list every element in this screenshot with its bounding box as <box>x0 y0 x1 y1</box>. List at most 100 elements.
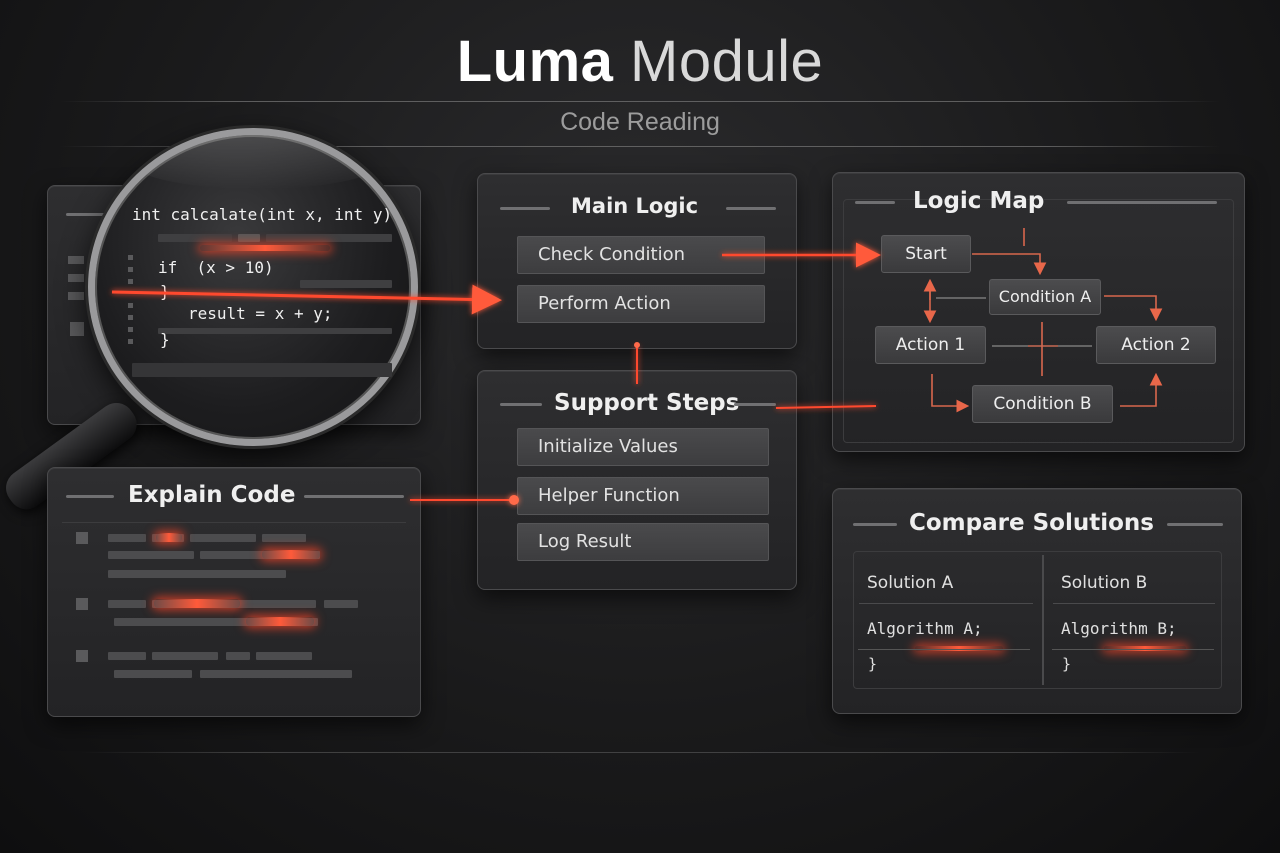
gutter-dot <box>128 279 133 284</box>
panel-dash <box>855 201 895 204</box>
highlight-glow <box>156 533 182 542</box>
code-underline <box>858 649 1030 650</box>
solution-b-header: Solution B <box>1061 573 1148 593</box>
highlight-glow <box>154 599 240 608</box>
node-action-1[interactable]: Action 1 <box>875 326 986 364</box>
code-underline <box>1052 649 1214 650</box>
code-placeholder <box>158 234 232 242</box>
gutter-mark <box>70 322 84 336</box>
code-line-if: if (x > 10) <box>158 258 274 277</box>
text-bar <box>152 652 218 660</box>
gutter-dot <box>128 303 133 308</box>
code-signature: int calcalate(int x, int y) <box>132 205 393 224</box>
arrow-condB-to-action2 <box>1120 372 1163 407</box>
title-rest: Module <box>630 29 824 94</box>
text-bar <box>108 551 194 559</box>
gutter-dot <box>128 327 133 332</box>
row-bullet <box>76 598 88 610</box>
row-bullet <box>76 650 88 662</box>
panel-dash <box>734 403 776 406</box>
text-bar <box>108 534 146 542</box>
gutter-dot <box>128 255 133 260</box>
main-logic-title: Main Logic <box>571 194 699 218</box>
highlight-glow <box>200 245 330 251</box>
highlight-glow <box>915 646 1003 651</box>
header-divider-bottom <box>60 146 1220 147</box>
arrow-condA-to-action2 <box>1104 295 1163 322</box>
connector-dot <box>634 342 640 348</box>
panel-dash <box>726 207 776 210</box>
text-bar <box>324 600 358 608</box>
highlight-glow <box>1104 646 1186 651</box>
code-line-close2: } <box>160 330 170 349</box>
gutter-mark <box>68 256 84 264</box>
explain-code-title: Explain Code <box>128 482 296 508</box>
highlight-glow <box>262 550 320 559</box>
node-action-2[interactable]: Action 2 <box>1096 326 1216 364</box>
code-panel-dash <box>66 213 106 216</box>
logic-map-title: Logic Map <box>913 188 1045 214</box>
text-bar <box>114 670 192 678</box>
connector-code-to-perform <box>111 284 502 315</box>
text-bar <box>262 534 306 542</box>
solution-b-close: } <box>1062 655 1072 673</box>
compare-frame <box>853 551 1222 689</box>
text-bar <box>256 652 312 660</box>
panel-dash <box>500 403 542 406</box>
code-placeholder <box>238 234 260 242</box>
text-bar <box>114 618 318 626</box>
solution-a-header: Solution A <box>867 573 954 593</box>
node-start[interactable]: Start <box>881 235 971 273</box>
lens-glare <box>127 135 387 189</box>
text-bar <box>190 534 256 542</box>
panel-dash <box>1067 201 1217 204</box>
arrow-start-to-condA <box>972 253 1047 276</box>
gutter-dot <box>128 315 133 320</box>
code-line-close1: } <box>160 282 170 301</box>
connector-support-to-map <box>775 405 877 409</box>
connector-dot <box>509 495 519 505</box>
panel-dash <box>66 495 114 498</box>
row-bullet <box>76 532 88 544</box>
text-bar <box>108 600 146 608</box>
text-bar <box>200 670 352 678</box>
code-placeholder <box>132 363 392 377</box>
step-perform-action[interactable]: Perform Action <box>517 285 765 323</box>
panel-dash <box>853 523 897 526</box>
code-placeholder <box>300 280 392 288</box>
panel-dash <box>500 207 550 210</box>
gutter-mark <box>68 292 84 300</box>
step-log-result[interactable]: Log Result <box>517 523 769 561</box>
panel-divider <box>62 522 406 523</box>
compare-solutions-title: Compare Solutions <box>909 510 1154 536</box>
footer-divider <box>80 752 1200 753</box>
text-bar <box>226 652 250 660</box>
text-bar <box>108 652 146 660</box>
node-condition-a[interactable]: Condition A <box>989 279 1101 315</box>
code-line-result: result = x + y; <box>188 304 333 323</box>
node-condition-b[interactable]: Condition B <box>972 385 1113 423</box>
solution-a-code: Algorithm A; <box>867 619 983 638</box>
gutter-dot <box>128 339 133 344</box>
text-bar <box>200 551 320 559</box>
support-steps-title: Support Steps <box>554 390 740 416</box>
explain-code-panel: Explain Code <box>47 467 421 717</box>
arrow-action1-to-condB <box>931 374 970 413</box>
gutter-mark <box>68 274 84 282</box>
panel-dash <box>304 495 404 498</box>
code-placeholder <box>158 328 392 334</box>
step-helper-function[interactable]: Helper Function <box>517 477 769 515</box>
page-title: Luma Module <box>0 28 1280 95</box>
header-divider-top <box>60 101 1220 102</box>
panel-dash <box>1167 523 1223 526</box>
step-initialize-values[interactable]: Initialize Values <box>517 428 769 466</box>
gutter-dot <box>128 267 133 272</box>
page-subtitle: Code Reading <box>560 108 720 136</box>
compare-column-divider <box>1042 555 1044 685</box>
title-bold: Luma <box>456 29 614 94</box>
compare-row-divider <box>859 603 1033 604</box>
highlight-glow <box>246 617 314 626</box>
compare-solutions-panel: Compare Solutions <box>832 488 1242 714</box>
code-placeholder <box>266 234 392 242</box>
